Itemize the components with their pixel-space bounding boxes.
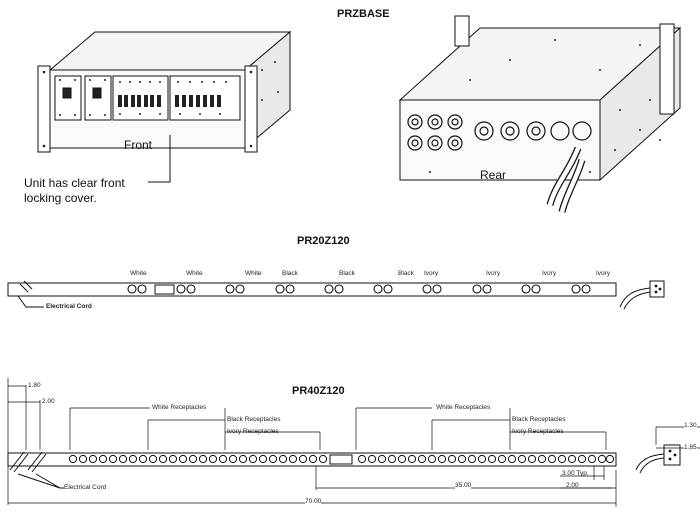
pr40-dim-1-85: 1.85 — [684, 444, 697, 451]
pr20-color-label: Ivory — [424, 270, 439, 277]
pr40-ivory-receptacles-label-2: Ivory Receptacles — [512, 428, 564, 435]
pr40-white-receptacles-label: White Receptacles — [152, 404, 207, 411]
pr20-color-label: White — [130, 270, 147, 277]
pr20-title: PR20Z120 — [297, 235, 350, 247]
przbase-note-line-1: Unit has clear front — [24, 176, 125, 190]
przbase-note-line-2: locking cover. — [24, 191, 97, 205]
pr20-color-label: Black — [282, 270, 298, 277]
pr40-outlets — [68, 454, 615, 464]
przbase-rear-receptacles — [407, 114, 592, 151]
pr40-black-receptacles-label: Black Receptacles — [227, 416, 281, 423]
przbase-title: PRZBASE — [337, 8, 390, 20]
pr40-cord-label: Electrical Cord — [64, 484, 107, 491]
pr40-black-receptacles-label-2: Black Receptacles — [512, 416, 566, 423]
pr40-plug-detail — [635, 426, 700, 474]
pr20-cord-entry — [17, 280, 44, 308]
pr40-white-receptacles-label-2: White Receptacles — [436, 404, 491, 411]
przbase-rear-dots — [429, 39, 661, 173]
przbase-front-label: Front — [124, 138, 153, 152]
pr20-color-label: Ivory — [542, 270, 557, 277]
pr40-dim-2-00-right: 2.00 — [566, 482, 579, 489]
pr40-dim-35-00: 35.00 — [455, 482, 472, 489]
pr20-color-label: Black — [339, 270, 355, 277]
pr40-ivory-receptacles-label: Ivory Receptacles — [227, 428, 279, 435]
note-leader — [148, 135, 171, 183]
pr20-plug — [619, 280, 665, 310]
pr40-dim-2-00: 2.00 — [42, 398, 55, 405]
pr40-cord-entries — [9, 451, 64, 489]
pr40-dim-70-00: 70.00 — [305, 498, 322, 505]
pr40-dim-1-80: 1.80 — [28, 382, 41, 389]
pr20-color-label: Ivory — [596, 270, 611, 277]
przbase-front-dots — [42, 61, 279, 148]
pr20-color-label: White — [186, 270, 203, 277]
pr20-color-label: Black — [398, 270, 414, 277]
przbase-rear-unit — [398, 15, 682, 182]
pr20-color-label: Ivory — [486, 270, 501, 277]
przbase-rear-label: Rear — [480, 168, 507, 182]
pr20-cord-label: Electrical Cord — [46, 303, 92, 310]
pr40-breaker — [329, 454, 353, 465]
pr20-outlets — [127, 284, 591, 294]
pr40-title: PR40Z120 — [292, 385, 345, 397]
przbase-front-unit — [37, 30, 292, 153]
pr40-dim-1-30: 1.30 — [684, 422, 697, 429]
pr20-breaker — [154, 284, 175, 295]
pr40-dim-3-00-typ: 3.00 Typ. — [562, 470, 589, 477]
pr20-color-label: White — [245, 270, 262, 277]
przbase-front-outlets — [118, 95, 221, 107]
